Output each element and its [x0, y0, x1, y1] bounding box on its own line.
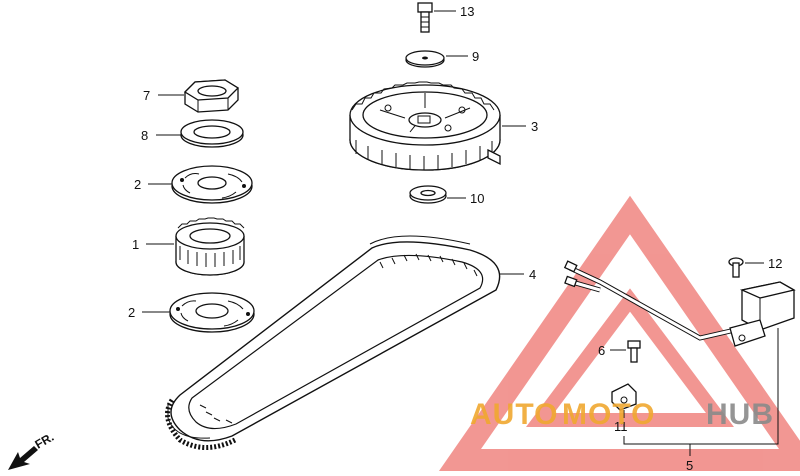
callout-2-upper: 2	[134, 177, 141, 192]
timing-belt-4	[165, 235, 501, 450]
callout-5: 5	[686, 458, 693, 473]
watermark-part1: AUTO	[470, 398, 558, 431]
callout-4: 4	[529, 267, 536, 282]
nut-7	[183, 79, 240, 113]
callout-3: 3	[531, 119, 538, 134]
crank-pulley-1	[175, 217, 245, 276]
screw-12	[728, 257, 744, 278]
callout-9: 9	[472, 49, 479, 64]
camshaft-pulley-3	[349, 81, 501, 171]
watermark-part3: HUB	[706, 398, 774, 431]
bolt-6	[627, 340, 641, 363]
clamp-11	[611, 383, 637, 411]
washer-8	[180, 119, 244, 148]
callout-2-lower: 2	[128, 305, 135, 320]
bolt-13	[417, 2, 433, 33]
callout-12: 12	[768, 256, 782, 271]
sensor-assembly-5	[563, 260, 796, 347]
callout-1: 1	[132, 237, 139, 252]
front-direction-arrow-icon	[8, 446, 38, 470]
washer-9	[405, 50, 445, 68]
guide-plate-2-upper	[171, 165, 253, 204]
callout-11: 11	[614, 419, 628, 434]
watermark-text: AUTO MOTO HUB	[470, 398, 774, 431]
watermark-part2: MOTO	[562, 398, 655, 431]
callout-7: 7	[143, 88, 150, 103]
guide-plate-2-lower	[169, 292, 255, 333]
callout-10: 10	[470, 191, 484, 206]
callout-8: 8	[141, 128, 148, 143]
callout-13: 13	[460, 4, 474, 19]
washer-10	[409, 185, 447, 204]
callout-6: 6	[598, 343, 605, 358]
watermark-logo	[438, 195, 800, 471]
